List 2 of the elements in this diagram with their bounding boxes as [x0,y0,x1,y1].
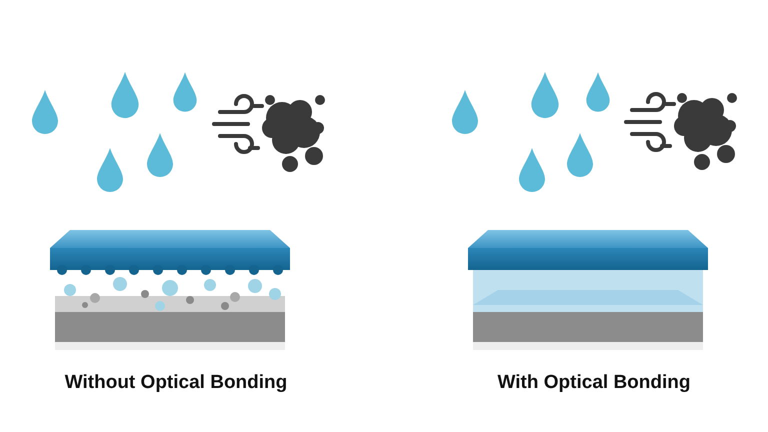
caption: With Optical Bonding [498,372,690,394]
caption: Without Optical Bonding [64,372,288,394]
